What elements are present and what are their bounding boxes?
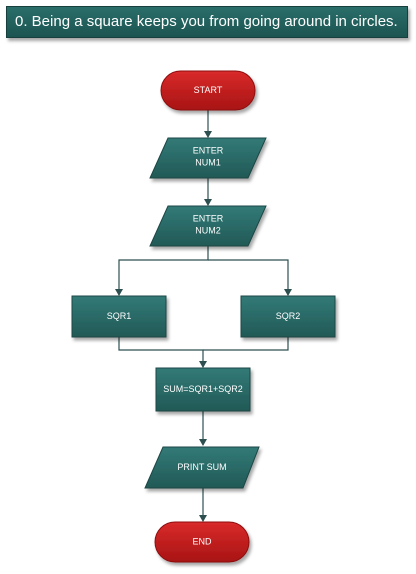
start-terminal: START xyxy=(160,70,256,111)
connector-num2-sqr2 xyxy=(208,259,292,296)
enter-num1-label-line2: NUM1 xyxy=(195,157,221,167)
sqr2-process: SQR2 xyxy=(240,295,336,338)
sqr1-label: SQR1 xyxy=(107,311,132,321)
connector-num2-sqr1 xyxy=(115,246,209,296)
end-terminal: END xyxy=(154,521,250,563)
connector-sqr1-sum xyxy=(118,337,207,368)
enter-num1-label-line1: ENTER xyxy=(193,145,224,155)
enter-num2-label-line2: NUM2 xyxy=(195,225,221,235)
end-label: END xyxy=(192,536,212,546)
sum-label: SUM=SQR1+SQR2 xyxy=(163,384,243,394)
print-sum-output: PRINT SUM xyxy=(144,446,260,489)
start-label: START xyxy=(194,85,223,95)
sqr1-process: SQR1 xyxy=(71,295,167,338)
sum-process: SUM=SQR1+SQR2 xyxy=(155,367,251,412)
enter-num1-input: ENTER NUM1 xyxy=(149,137,267,179)
enter-num2-label-line1: ENTER xyxy=(193,213,224,223)
enter-num2-input: ENTER NUM2 xyxy=(149,205,267,247)
print-sum-label: PRINT SUM xyxy=(177,462,226,472)
sqr2-label: SQR2 xyxy=(276,311,301,321)
page-title: 0. Being a square keeps you from going a… xyxy=(6,6,408,38)
connector-sqr2-sum xyxy=(203,337,289,351)
